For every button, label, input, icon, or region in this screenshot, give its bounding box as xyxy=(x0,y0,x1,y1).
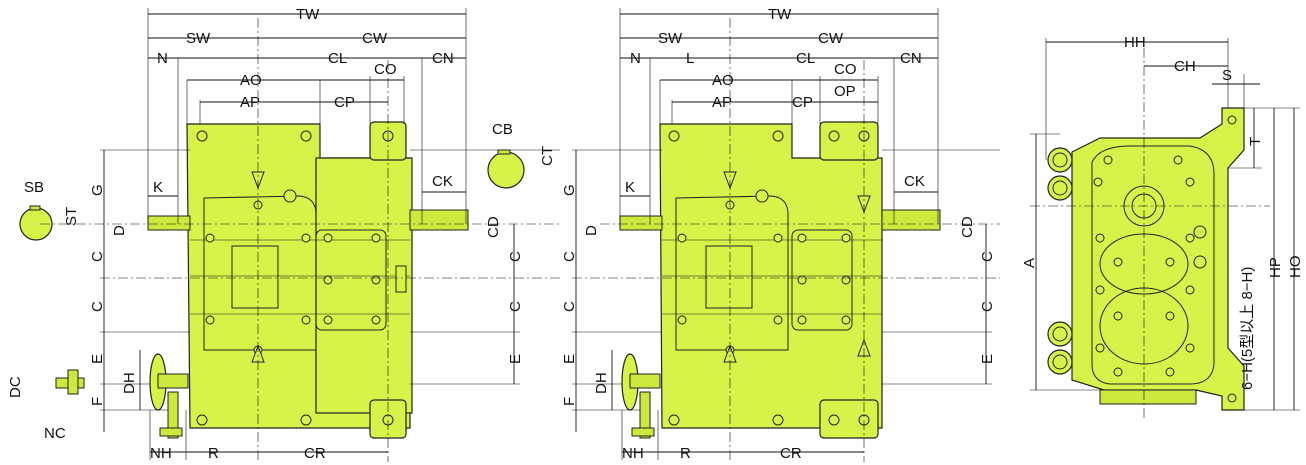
label-g: G xyxy=(89,184,106,196)
label-tw-2: TW xyxy=(768,6,792,23)
label-l: L xyxy=(686,50,694,67)
left-side-cover xyxy=(315,229,387,331)
label-n-2: N xyxy=(630,50,641,67)
label-cw: CW xyxy=(362,30,388,47)
left-view-labels: TW SW CW N CL CN AO CO AP CP G K D C C E… xyxy=(7,6,556,462)
label-r: R xyxy=(208,445,219,462)
label-ck-2: CK xyxy=(904,173,925,190)
right-base-foot xyxy=(1099,389,1197,405)
label-d-2: D xyxy=(583,225,600,236)
label-cd-2: CD xyxy=(959,216,976,238)
label-hp: HP xyxy=(1267,257,1284,278)
label-c-3: C xyxy=(507,251,524,262)
label-cn-2: CN xyxy=(900,50,922,67)
middle-top-lug xyxy=(819,121,879,161)
left-shaft-dc xyxy=(55,369,85,395)
label-r-2: R xyxy=(680,445,691,462)
left-input-shaft xyxy=(147,215,191,231)
label-e-4: E xyxy=(979,354,996,364)
left-shaft-end-sb xyxy=(19,205,53,241)
label-c-8: C xyxy=(979,301,996,312)
label-cl: CL xyxy=(328,50,347,67)
label-nh-2: NH xyxy=(622,445,644,462)
label-t: T xyxy=(1247,137,1264,146)
label-cp-2: CP xyxy=(792,94,813,111)
label-cb: CB xyxy=(492,121,513,138)
label-e-2: E xyxy=(507,354,524,364)
label-tw: TW xyxy=(296,6,320,23)
middle-output-shaft xyxy=(881,209,941,231)
label-ao: AO xyxy=(240,72,262,89)
label-f-2: F xyxy=(561,397,578,406)
left-view xyxy=(19,8,560,462)
left-output-shaft xyxy=(409,209,469,231)
label-k-2: K xyxy=(625,179,635,196)
label-sw-2: SW xyxy=(658,30,683,47)
right-view xyxy=(1030,38,1300,420)
label-op: OP xyxy=(834,83,856,100)
label-c-1: C xyxy=(89,251,106,262)
left-inspection-window xyxy=(231,245,279,309)
label-cp: CP xyxy=(334,94,355,111)
label-cd: CD xyxy=(485,216,502,238)
label-ch: CH xyxy=(1174,58,1196,75)
label-sb: SB xyxy=(24,179,44,196)
label-ct: CT xyxy=(539,146,556,166)
middle-side-cover xyxy=(791,229,853,331)
label-n: N xyxy=(157,50,168,67)
label-cw-2: CW xyxy=(818,30,844,47)
right-housing xyxy=(1071,107,1245,411)
label-d: D xyxy=(111,225,128,236)
label-co-2: CO xyxy=(834,61,857,78)
label-dh-2: DH xyxy=(593,372,610,394)
label-st: ST xyxy=(63,207,80,226)
label-ho: HO xyxy=(1287,256,1304,279)
left-shaft-end-cb xyxy=(487,149,525,189)
left-handwheel xyxy=(149,353,189,439)
middle-view-labels: TW SW CW N L CL CN AO CO AP CP OP G K D … xyxy=(561,6,996,462)
label-hh: HH xyxy=(1124,34,1146,51)
label-cn: CN xyxy=(432,50,454,67)
right-side-shafts xyxy=(1047,147,1073,375)
middle-bolts xyxy=(668,130,871,426)
middle-gear-case-outline xyxy=(675,195,789,351)
label-sw: SW xyxy=(186,30,211,47)
label-c-2: C xyxy=(89,301,106,312)
middle-bottom-lug xyxy=(819,399,879,439)
label-cl-2: CL xyxy=(796,50,815,67)
label-ck: CK xyxy=(432,173,453,190)
middle-handwheel xyxy=(621,353,661,439)
label-f: F xyxy=(89,397,106,406)
label-c-7: C xyxy=(979,251,996,262)
label-s: S xyxy=(1222,67,1232,84)
label-c-6: C xyxy=(561,301,578,312)
label-hole-note: 6−H(5型以上 8−H) xyxy=(1239,267,1256,390)
middle-input-shaft xyxy=(619,215,663,231)
label-e: E xyxy=(89,354,106,364)
label-g-2: G xyxy=(561,184,578,196)
label-ao-2: AO xyxy=(712,72,734,89)
label-nh: NH xyxy=(150,445,172,462)
label-dc: DC xyxy=(7,376,24,398)
label-ap: AP xyxy=(240,94,260,111)
right-view-labels: HH CH S T A HP HO 6−H(5型以上 8−H) xyxy=(1021,34,1304,390)
middle-view xyxy=(572,8,1000,462)
label-dh: DH xyxy=(121,372,138,394)
label-c-5: C xyxy=(561,251,578,262)
label-ap-2: AP xyxy=(712,94,732,111)
label-cr: CR xyxy=(304,445,326,462)
label-cr-2: CR xyxy=(780,445,802,462)
label-nc: NC xyxy=(44,425,66,442)
middle-inspection-window xyxy=(705,245,753,309)
right-gear-case-outline xyxy=(1091,145,1215,385)
label-k: K xyxy=(153,179,163,196)
label-a: A xyxy=(1021,258,1038,268)
label-c-4: C xyxy=(507,301,524,312)
label-co: CO xyxy=(374,61,397,78)
right-bolts xyxy=(1093,115,1237,403)
label-e-3: E xyxy=(561,354,578,364)
